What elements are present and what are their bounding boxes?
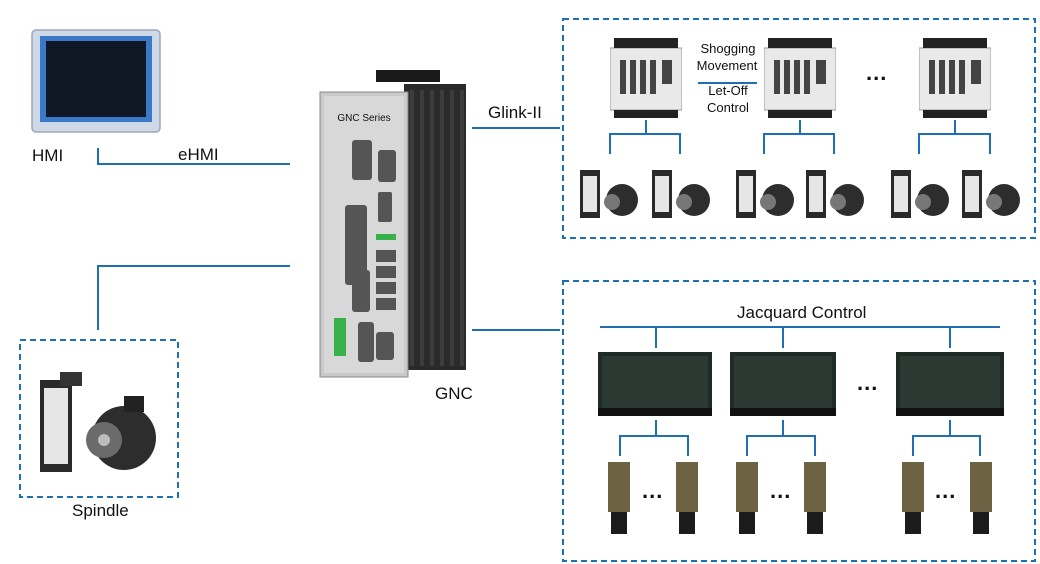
servo-group-box xyxy=(562,18,1036,239)
servo-module-2 xyxy=(763,38,837,118)
hmi-device xyxy=(31,29,161,133)
servo-module-1 xyxy=(609,38,683,118)
gnc-label: GNC xyxy=(435,384,473,403)
movement-label: Movement xyxy=(696,58,758,73)
spindle-label: Spindle xyxy=(72,501,129,520)
servo-motor-pairs xyxy=(578,160,1028,222)
ehmi-label: eHMI xyxy=(178,145,219,164)
jacquard-unit-1 xyxy=(598,352,712,416)
jacquard-label: Jacquard Control xyxy=(737,303,867,322)
ehmi-link xyxy=(97,148,290,165)
jacquard-actuators xyxy=(600,458,1010,540)
jacquard-controllers xyxy=(598,348,1008,420)
jacquard-bus xyxy=(600,326,1000,456)
actuator-ellipsis-3: ... xyxy=(935,478,957,503)
letoff-label: Let-Off xyxy=(708,83,748,98)
spindle-link xyxy=(97,265,290,330)
servo-pair-1 xyxy=(580,170,710,218)
gnc-controller xyxy=(319,70,466,378)
jacquard-ellipsis: ... xyxy=(857,370,879,395)
spindle-servo xyxy=(40,372,156,472)
servo-ellipsis: ... xyxy=(866,60,888,85)
actuator-ellipsis-1: ... xyxy=(642,478,664,503)
servo-pair-2 xyxy=(736,170,864,218)
gnc-brand-label: GNC Series xyxy=(337,113,391,124)
jacquard-group-box xyxy=(562,280,1036,562)
shogging-label: Shogging xyxy=(700,41,756,56)
jacquard-unit-3 xyxy=(896,352,1004,416)
control-label: Control xyxy=(707,100,749,115)
hmi-label: HMI xyxy=(32,146,64,165)
servo-pair-3 xyxy=(891,170,1020,218)
servo-module-3 xyxy=(918,38,992,118)
jacquard-unit-2 xyxy=(730,352,836,416)
spindle-box xyxy=(19,339,179,498)
actuator-ellipsis-2: ... xyxy=(770,478,792,503)
servo-branches xyxy=(609,120,991,154)
glink-label: Glink-II xyxy=(488,103,542,122)
